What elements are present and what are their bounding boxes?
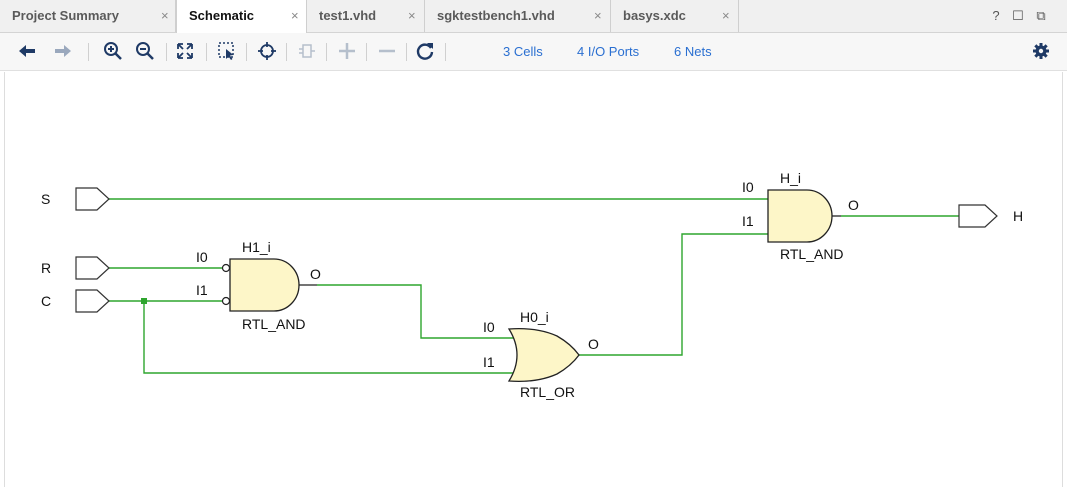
fit-view-icon[interactable]: [174, 40, 196, 62]
schematic-toolbar: 3 Cells 4 I/O Ports 6 Nets: [0, 33, 1067, 71]
toolbar-separator: [326, 43, 327, 61]
nets-count-link[interactable]: 6 Nets: [674, 44, 712, 59]
close-icon[interactable]: ×: [408, 8, 416, 23]
tab-sgktestbench1-vhd[interactable]: sgktestbench1.vhd ×: [425, 0, 611, 32]
toolbar-separator: [166, 43, 167, 61]
gate-h-i[interactable]: [767, 189, 841, 243]
tab-label: basys.xdc: [623, 8, 686, 23]
tab-schematic[interactable]: Schematic ×: [176, 0, 307, 33]
gate-h-i-pin-i1: I1: [742, 213, 754, 229]
schematic-canvas[interactable]: S R C H H_i I0 I1 O RTL_AND H1_i I0 I1 O…: [4, 72, 1063, 487]
maximize-icon[interactable]: ☐: [1012, 8, 1024, 23]
forward-arrow-icon[interactable]: [52, 40, 74, 62]
tab-project-summary[interactable]: Project Summary ×: [0, 0, 176, 32]
expand-plus-icon[interactable]: [336, 40, 358, 62]
junction-dot: [141, 298, 147, 304]
close-icon[interactable]: ×: [291, 8, 299, 23]
tab-test1-vhd[interactable]: test1.vhd ×: [307, 0, 425, 32]
tab-label: test1.vhd: [319, 8, 377, 23]
float-icon[interactable]: ⧉: [1036, 8, 1046, 23]
gate-h-i-pin-i0: I0: [742, 179, 754, 195]
gate-h1-i[interactable]: [221, 258, 318, 312]
net-h1-out[interactable]: [317, 284, 517, 339]
gate-h1-i-name: H1_i: [242, 239, 271, 255]
gate-h0-i-name: H0_i: [520, 309, 549, 325]
tab-label: sgktestbench1.vhd: [437, 8, 555, 23]
net-c-branch[interactable]: [143, 301, 517, 374]
cells-count-link[interactable]: 3 Cells: [503, 44, 543, 59]
cell-icon[interactable]: [296, 40, 318, 62]
zoom-selection-icon[interactable]: [216, 40, 238, 62]
net-h0-out[interactable]: [579, 233, 768, 356]
port-h-shape[interactable]: [958, 204, 998, 228]
collapse-minus-icon[interactable]: [376, 40, 398, 62]
gate-h1-i-pin-i0: I0: [196, 249, 208, 265]
gate-h0-i-pin-i0: I0: [483, 319, 495, 335]
tab-bar: Project Summary × Schematic × test1.vhd …: [0, 0, 1067, 33]
schematic-diagram: S R C H H_i I0 I1 O RTL_AND H1_i I0 I1 O…: [41, 170, 1023, 400]
gear-icon[interactable]: [1030, 40, 1052, 62]
io-ports-count-link[interactable]: 4 I/O Ports: [577, 44, 640, 59]
gate-h0-i-pin-o: O: [588, 336, 599, 352]
gate-h1-i-type: RTL_AND: [242, 316, 306, 332]
port-s-label: S: [41, 191, 50, 207]
gate-h0-i-type: RTL_OR: [520, 384, 575, 400]
toolbar-separator: [246, 43, 247, 61]
tab-label: Project Summary: [12, 8, 119, 23]
toolbar-separator: [206, 43, 207, 61]
port-s-shape[interactable]: [75, 187, 110, 211]
gate-h0-i[interactable]: [507, 328, 580, 382]
port-c-shape[interactable]: [75, 289, 110, 313]
toolbar-separator: [88, 43, 89, 61]
gate-h1-i-pin-o: O: [310, 266, 321, 282]
tab-basys-xdc[interactable]: basys.xdc ×: [611, 0, 739, 32]
gate-h0-i-pin-i1: I1: [483, 354, 495, 370]
port-h-label: H: [1013, 208, 1023, 224]
gate-h-i-name: H_i: [780, 170, 801, 186]
close-icon[interactable]: ×: [161, 8, 169, 23]
zoom-in-icon[interactable]: [102, 40, 124, 62]
gate-h-i-type: RTL_AND: [780, 246, 844, 262]
close-icon[interactable]: ×: [594, 8, 602, 23]
port-c-label: C: [41, 293, 51, 309]
refresh-icon[interactable]: [414, 40, 436, 62]
toolbar-separator: [445, 43, 446, 61]
toolbar-separator: [406, 43, 407, 61]
back-arrow-icon[interactable]: [16, 40, 38, 62]
port-r-shape[interactable]: [75, 256, 110, 280]
toolbar-separator: [366, 43, 367, 61]
gate-h1-i-pin-i1: I1: [196, 282, 208, 298]
close-icon[interactable]: ×: [722, 8, 730, 23]
crosshair-icon[interactable]: [256, 40, 278, 62]
zoom-out-icon[interactable]: [134, 40, 156, 62]
toolbar-separator: [286, 43, 287, 61]
port-r-label: R: [41, 260, 51, 276]
help-icon[interactable]: ?: [992, 8, 1000, 23]
tab-label: Schematic: [189, 8, 255, 23]
gate-h-i-pin-o: O: [848, 197, 859, 213]
